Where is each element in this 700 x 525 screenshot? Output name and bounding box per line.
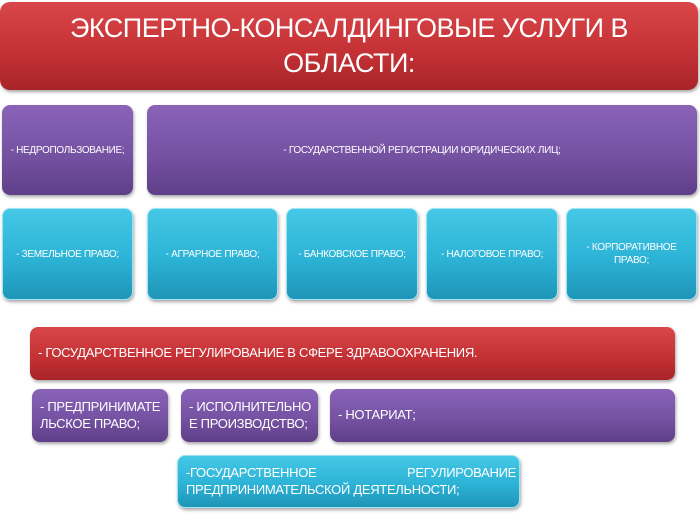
box-banking-law: - БАНКОВСКОЕ ПРАВО; — [286, 208, 418, 300]
box-subsoil-use: - НЕДРОПОЛЬЗОВАНИЕ; — [2, 105, 133, 195]
box-legal-entity-registration: - ГОСУДАРСТВЕННОЙ РЕГИСТРАЦИИ ЮРИДИЧЕСКИ… — [147, 105, 697, 195]
box-business-regulation: -ГОСУДАРСТВЕННОЕ РЕГУЛИРОВАНИЕ ПРЕДПРИНИ… — [177, 455, 520, 508]
box-land-law: - ЗЕМЕЛЬНОЕ ПРАВО; — [2, 208, 133, 300]
box-agrarian-law: - АГРАРНОЕ ПРАВО; — [147, 208, 278, 300]
box-notary: - НОТАРИАТ; — [330, 389, 675, 442]
box-entrepreneurial-law: - ПРЕДПРИНИМАТЕЛЬСКОЕ ПРАВО; — [32, 389, 168, 442]
box-healthcare-regulation: - ГОСУДАРСТВЕННОЕ РЕГУЛИРОВАНИЕ В СФЕРЕ … — [30, 327, 675, 380]
box-enforcement-proceedings: - ИСПОЛНИТЕЛЬНОЕ ПРОИЗВОДСТВО; — [181, 389, 318, 442]
box-corporate-law: - КОРПОРАТИВНОЕ ПРАВО; — [566, 208, 697, 300]
box-tax-law: - НАЛОГОВОЕ ПРАВО; — [426, 208, 558, 300]
title-banner: ЭКСПЕРТНО-КОНСАЛДИНГОВЫЕ УСЛУГИ В ОБЛАСТ… — [0, 2, 698, 90]
